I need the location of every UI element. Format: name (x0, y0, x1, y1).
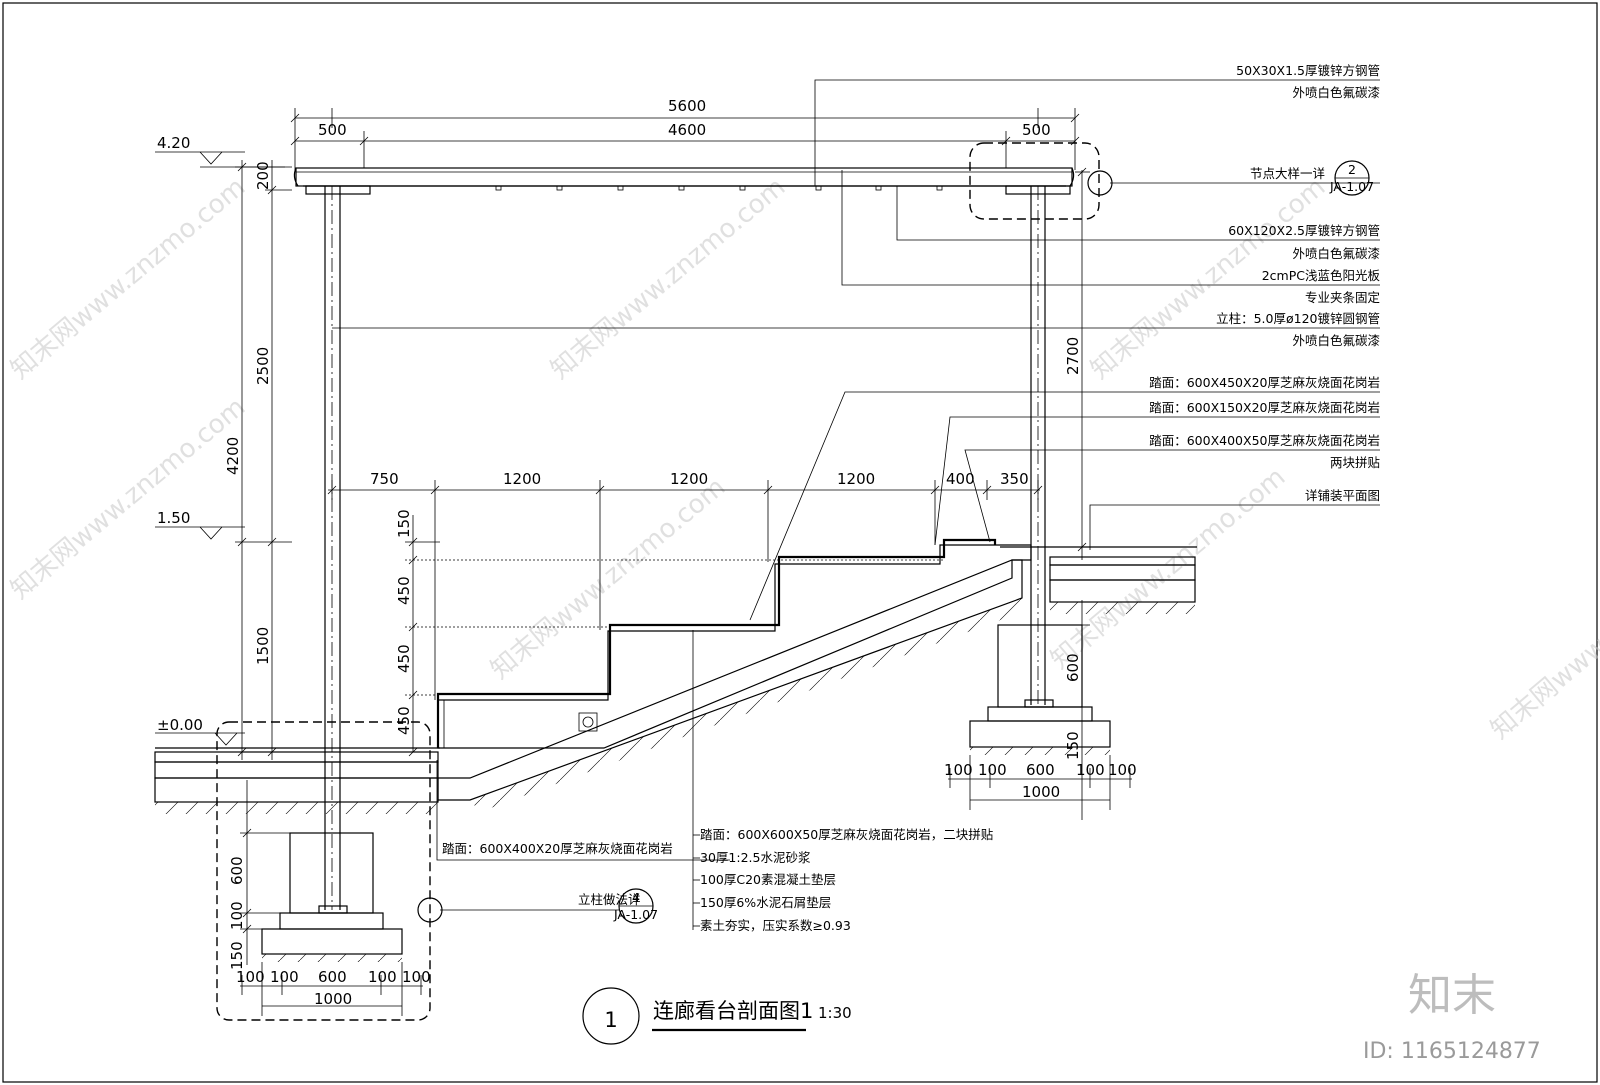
dim-lf-b3: 600 (318, 968, 347, 986)
dim-lf-total: 1000 (314, 990, 352, 1008)
note-layer-4: 150厚6%水泥石屑垫层 (700, 895, 831, 910)
callout-4-label: 立柱做法详 (578, 892, 641, 907)
note-left-tread: 踏面：600X400X20厚芝麻灰烧面花岗岩 (442, 841, 673, 856)
right-column (1030, 186, 1046, 705)
dim-steps-1200b: 1200 (670, 470, 708, 488)
watermark-text: 知末网www.znzmo.com (1485, 532, 1600, 745)
left-dimensions (235, 160, 292, 760)
level-mid: 1.50 (157, 509, 190, 527)
dim-steps-750: 750 (370, 470, 399, 488)
note-beam-pipe: 60X120X2.5厚镀锌方钢管 (1228, 223, 1380, 238)
dim-right-150: 150 (1064, 731, 1082, 760)
id-watermark: ID: 1165124877 (1363, 1039, 1541, 1064)
dim-rf-b2: 100 (978, 761, 1007, 779)
right-dimensions (1075, 167, 1090, 820)
stair-dimensions (327, 480, 1043, 700)
title-scale: 1:30 (818, 1004, 852, 1022)
note-roof-paint: 外喷白色氟碳漆 (1292, 85, 1380, 100)
dim-left-4200: 4200 (224, 437, 242, 475)
callout-node-2[interactable] (1087, 160, 1370, 196)
dim-rf-b5: 100 (1108, 761, 1137, 779)
callout-4-ref: JA-1.07 (613, 907, 658, 922)
dim-steps-1200c: 1200 (837, 470, 875, 488)
dim-lf-b2: 100 (270, 968, 299, 986)
dim-rise-150: 150 (395, 509, 413, 538)
dim-rf-b3: 600 (1026, 761, 1055, 779)
note-column-paint: 外喷白色氟碳漆 (1292, 333, 1380, 348)
right-foundation-dimensions (948, 755, 1132, 810)
note-layer-3: 100厚C20素混凝土垫层 (700, 872, 836, 887)
canopy-roof (293, 167, 1075, 195)
stair-section (436, 538, 1032, 812)
drawing-title (582, 987, 806, 1045)
note-pc-board: 2cmPC浅蓝色阳光板 (1262, 268, 1381, 283)
dim-steps-1200a: 1200 (503, 470, 541, 488)
note-roof-pipe: 50X30X1.5厚镀锌方钢管 (1236, 63, 1380, 78)
dim-left-1500: 1500 (254, 627, 272, 665)
note-paving-plan: 详铺装平面图 (1305, 488, 1380, 503)
right-footing (969, 624, 1111, 755)
dim-left-200: 200 (254, 161, 272, 190)
right-leaders (332, 79, 1380, 621)
callout-4-number: 4 (632, 890, 640, 905)
dim-top-mid: 4600 (668, 121, 706, 139)
callout-2-number: 2 (1348, 162, 1356, 177)
left-footing (261, 832, 403, 962)
note-column-pipe: 立柱：5.0厚ø120镀锌圆钢管 (1216, 311, 1380, 326)
dim-rf-b4: 100 (1076, 761, 1105, 779)
dim-right-600: 600 (1064, 653, 1082, 682)
dim-lf-b4: 100 (368, 968, 397, 986)
note-clamp: 专业夹条固定 (1305, 290, 1380, 305)
dim-rf-b1: 100 (944, 761, 973, 779)
dim-lf-b1: 100 (236, 968, 265, 986)
bottom-leaders (436, 630, 730, 930)
dim-rf-total: 1000 (1022, 783, 1060, 801)
dim-lf-150: 150 (228, 941, 246, 970)
dim-steps-400: 400 (946, 470, 975, 488)
callout-2-ref: JA-1.07 (1329, 179, 1374, 194)
dim-lf-b5: 100 (402, 968, 431, 986)
note-tread-150: 踏面：600X150X20厚芝麻灰烧面花岗岩 (1149, 400, 1380, 415)
note-layer-2: 30厚1:2.5水泥砂浆 (700, 850, 811, 865)
dim-left-2500: 2500 (254, 347, 272, 385)
watermark-text: 知末网www.znzmo.com (5, 392, 251, 605)
left-foundation-dimensions (240, 780, 423, 1016)
dim-top-total: 5600 (668, 97, 706, 115)
dim-rise-450a: 450 (395, 576, 413, 605)
rise-dimensions (405, 515, 945, 757)
callout-node-4[interactable] (417, 888, 654, 924)
dim-top-right: 500 (1022, 121, 1051, 139)
detail-outline-node-2 (969, 142, 1100, 220)
ground-right (1000, 546, 1197, 614)
note-layer-1: 踏面：600X600X50厚芝麻灰烧面花岗岩，二块拼贴 (700, 827, 993, 842)
ground-left (154, 747, 440, 814)
watermark-text: 知末网www.znzmo.com (5, 172, 251, 385)
dim-right-2700: 2700 (1064, 337, 1082, 375)
left-column (324, 186, 341, 910)
dim-top-left: 500 (318, 121, 347, 139)
note-layer-5: 素土夯实，压实系数≥0.93 (700, 918, 851, 933)
note-tread-400: 踏面：600X400X50厚芝麻灰烧面花岗岩 (1149, 433, 1380, 448)
title-number: 1 (604, 1008, 617, 1032)
dim-rise-450b: 450 (395, 644, 413, 673)
note-two-pieces: 两块拼贴 (1330, 455, 1380, 470)
dim-steps-350: 350 (1000, 470, 1029, 488)
dim-lf-100: 100 (228, 901, 246, 930)
brand-watermark: 知末 (1408, 970, 1496, 1021)
title-text: 连廊看台剖面图1 (653, 999, 813, 1023)
level-ground: ±0.00 (157, 716, 203, 734)
dim-rise-450c: 450 (395, 706, 413, 735)
note-tread-450: 踏面：600X450X20厚芝麻灰烧面花岗岩 (1149, 375, 1380, 390)
top-dimensions (290, 108, 1080, 170)
watermark-text: 知末网www.znzmo.com (545, 172, 791, 385)
detail-outline-node-4 (216, 721, 431, 1021)
note-beam-paint: 外喷白色氟碳漆 (1292, 246, 1380, 261)
note-node-detail: 节点大样一详 (1250, 166, 1325, 181)
level-top: 4.20 (157, 134, 190, 152)
dim-lf-600: 600 (228, 856, 246, 885)
